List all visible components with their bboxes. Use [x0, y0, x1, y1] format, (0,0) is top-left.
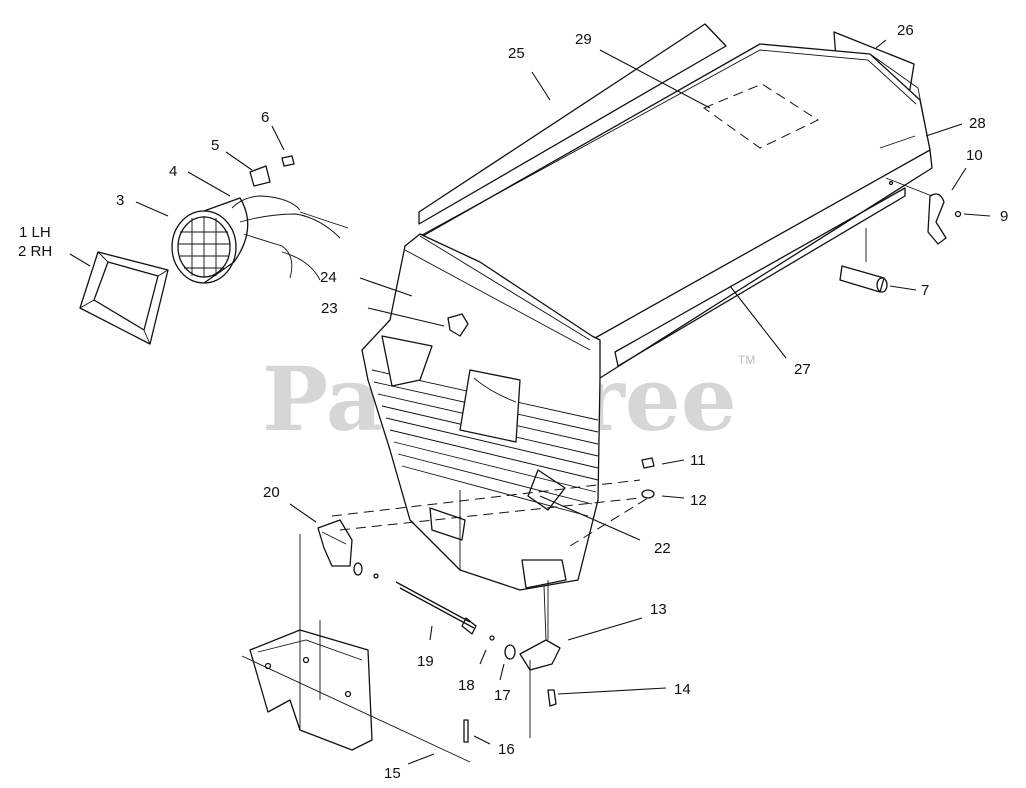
headlight-bezel[interactable] [79, 251, 169, 345]
decal-center-dashed[interactable] [702, 83, 820, 149]
callout-20: 20 [263, 484, 280, 501]
callout-10: 10 [966, 147, 983, 164]
headlight-lamp[interactable] [171, 197, 249, 284]
bracket-right[interactable] [519, 585, 561, 671]
bumper-pad[interactable] [839, 228, 888, 293]
screw-14[interactable] [547, 689, 557, 707]
callout-9: 9 [1000, 208, 1008, 225]
hinge-rod[interactable] [395, 581, 477, 635]
lamp-bracket[interactable] [249, 165, 271, 187]
callout-15: 15 [384, 765, 401, 782]
decal-strip-left[interactable] [418, 23, 727, 225]
mount-frame[interactable] [241, 629, 471, 763]
callout-13: 13 [650, 601, 667, 618]
washer-12[interactable] [641, 489, 655, 499]
callout-6: 6 [261, 109, 269, 126]
callout-12: 12 [690, 492, 707, 509]
nut-11[interactable] [641, 457, 655, 469]
assembly-lines [299, 479, 649, 738]
callout-29: 29 [575, 31, 592, 48]
callout-19: 19 [417, 653, 434, 670]
watermark-trademark: TM [738, 353, 755, 367]
callout-11: 11 [690, 452, 706, 469]
callout-16: 16 [498, 741, 515, 758]
callout-7: 7 [921, 282, 929, 299]
callout-25: 25 [508, 45, 525, 62]
leader-lines [69, 39, 991, 765]
callout-23: 23 [321, 300, 338, 317]
callout-labels: 1 LH 2 RH 3 4 5 6 7 9 10 11 12 13 14 15 … [18, 22, 1008, 782]
callout-5: 5 [211, 137, 219, 154]
callout-24: 24 [320, 269, 337, 286]
pin-16[interactable] [463, 719, 469, 743]
callout-22: 22 [654, 540, 671, 557]
callout-1-lh: 1 LH [19, 224, 51, 241]
lamp-screw[interactable] [281, 155, 295, 167]
callout-2-rh: 2 RH [18, 243, 52, 260]
callout-3: 3 [116, 192, 124, 209]
hood-latch[interactable] [885, 177, 962, 245]
callout-27: 27 [794, 361, 811, 378]
callout-14: 14 [674, 681, 691, 698]
emblem[interactable] [447, 313, 469, 337]
callout-18: 18 [458, 677, 475, 694]
bracket-left[interactable] [317, 519, 353, 567]
callout-17: 17 [494, 687, 511, 704]
callout-28: 28 [969, 115, 986, 132]
callout-26: 26 [897, 22, 914, 39]
hinge-washers[interactable] [353, 562, 516, 660]
hood-front-grille[interactable] [361, 233, 601, 591]
wiring-harness[interactable] [231, 195, 349, 281]
callout-4: 4 [169, 163, 177, 180]
